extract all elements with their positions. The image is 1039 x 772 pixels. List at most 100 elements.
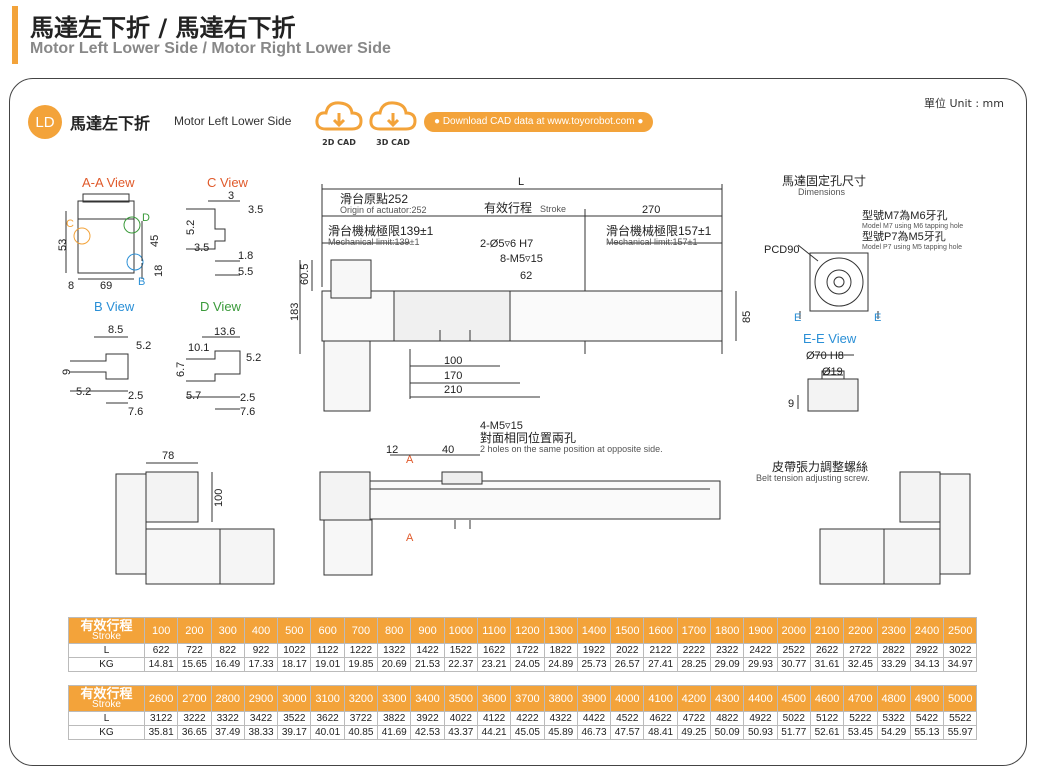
weight-cell: 32.45 <box>843 657 878 672</box>
stroke-label-en: Stroke <box>540 204 566 214</box>
dim-d19: Ø19 <box>822 366 843 378</box>
stroke-cell: 3600 <box>476 685 512 712</box>
stroke-cell: 2100 <box>809 617 845 644</box>
length-cell: 1122 <box>310 643 345 658</box>
marker-d: D <box>142 212 150 224</box>
stroke-cell: 900 <box>410 617 445 644</box>
stroke-cell: 1000 <box>443 617 478 644</box>
weight-cell: 39.17 <box>277 725 312 740</box>
length-cell: 2922 <box>909 643 945 658</box>
dim-8: 8 <box>68 280 74 292</box>
stroke-cell: 3500 <box>443 685 478 712</box>
cloud-download-icon <box>315 101 363 131</box>
length-cell: 2222 <box>676 643 712 658</box>
dim-183: 183 <box>289 303 301 321</box>
stroke-cell: 1900 <box>743 617 778 644</box>
weight-cell: 29.09 <box>710 657 745 672</box>
p7-label-en: Model P7 using M5 tapping hole <box>862 244 962 251</box>
stroke-cell: 4700 <box>843 685 878 712</box>
weight-cell: 19.01 <box>310 657 345 672</box>
weight-cell: 50.09 <box>710 725 745 740</box>
length-cell: 4422 <box>576 711 612 726</box>
weight-cell: 45.05 <box>510 725 545 740</box>
dim-170: 170 <box>444 370 462 382</box>
weight-cell: 30.77 <box>776 657 811 672</box>
stroke-cell: 2600 <box>143 685 179 712</box>
stroke-cell: 3200 <box>343 685 379 712</box>
stroke-cell: 1700 <box>676 617 712 644</box>
weight-cell: 21.53 <box>410 657 445 672</box>
stroke-cell: 2300 <box>876 617 911 644</box>
weight-cell: 52.61 <box>809 725 845 740</box>
dim-5-5: 5.5 <box>238 266 253 278</box>
dim-100: 100 <box>444 355 462 367</box>
model-badge: LD <box>28 105 62 139</box>
dim-9: 9 <box>61 369 73 375</box>
mech-limit-right: 滑台機械極限157±1 <box>606 223 712 238</box>
mech-limit-left: 滑台機械極限139±1 <box>328 223 434 238</box>
p7-label: 型號P7為M5牙孔 <box>862 229 946 243</box>
length-cell: 2822 <box>876 643 911 658</box>
weight-cell: 31.61 <box>809 657 845 672</box>
dim-3-5b: 3.5 <box>194 242 209 254</box>
cad-3d-button[interactable]: 3D CAD <box>368 99 418 147</box>
length-cell: 3322 <box>210 711 245 726</box>
dim-3-5: 3.5 <box>248 204 263 216</box>
length-cell: 5222 <box>843 711 878 726</box>
length-cell: 4122 <box>476 711 512 726</box>
mech-limit-right-en: Mechanical limit:157±1 <box>606 237 697 247</box>
stroke-cell: 4200 <box>676 685 712 712</box>
stroke-cell: 3100 <box>310 685 345 712</box>
row-label-KG: KG <box>68 657 145 672</box>
stroke-cell: 4900 <box>909 685 945 712</box>
weight-cell: 43.37 <box>443 725 478 740</box>
weight-cell: 27.41 <box>643 657 678 672</box>
dim-13-6: 13.6 <box>214 326 235 338</box>
length-cell: 1222 <box>343 643 379 658</box>
length-cell: 5022 <box>776 711 811 726</box>
length-cell: 2422 <box>743 643 778 658</box>
cad-2d-button[interactable]: 2D CAD <box>314 99 364 147</box>
stroke-cell: 2700 <box>177 685 212 712</box>
length-cell: 4522 <box>610 711 645 726</box>
dim-210: 210 <box>444 384 462 396</box>
length-cell: 722 <box>177 643 212 658</box>
header-accent-bar <box>12 6 18 64</box>
dim-60-5: 60.5 <box>299 264 311 285</box>
belt-tension-label-en: Belt tension adjusting screw. <box>756 473 870 483</box>
dim-85: 85 <box>741 311 753 323</box>
stroke-cell: 1300 <box>543 617 578 644</box>
stroke-cell: 700 <box>343 617 379 644</box>
stroke-cell: 1600 <box>643 617 678 644</box>
stroke-cell: 3300 <box>377 685 412 712</box>
pcd-label: PCD90 <box>764 244 799 256</box>
stroke-cell: 2800 <box>210 685 245 712</box>
download-cad-link[interactable]: ● Download CAD data at www.toyorobot.com… <box>424 112 654 132</box>
weight-cell: 34.97 <box>943 657 978 672</box>
weight-cell: 25.73 <box>576 657 612 672</box>
length-cell: 3122 <box>143 711 179 726</box>
marker-c: C <box>66 218 74 230</box>
weight-cell: 22.37 <box>443 657 478 672</box>
weight-cell: 50.93 <box>743 725 778 740</box>
dim-5-7: 5.7 <box>186 390 201 402</box>
length-cell: 5422 <box>909 711 945 726</box>
dim-5-2c: 5.2 <box>76 386 91 398</box>
length-cell: 1522 <box>443 643 478 658</box>
page-title: 馬達左下折 / 馬達右下折 <box>30 14 296 42</box>
hole-spec-1: 2-Ø5▿6 H7 <box>480 238 533 250</box>
m7-label-en: Model M7 using M6 tapping hole <box>862 223 963 230</box>
dim-53: 53 <box>57 239 69 251</box>
weight-cell: 55.13 <box>909 725 945 740</box>
length-cell: 822 <box>210 643 245 658</box>
length-cell: 4722 <box>676 711 712 726</box>
stroke-cell: 3900 <box>576 685 612 712</box>
motor-hole-title-en: Dimensions <box>798 187 846 197</box>
length-cell: 5522 <box>943 711 978 726</box>
length-cell: 2622 <box>809 643 845 658</box>
length-cell: 2122 <box>643 643 678 658</box>
dim-18: 18 <box>153 265 165 277</box>
length-cell: 1022 <box>277 643 312 658</box>
